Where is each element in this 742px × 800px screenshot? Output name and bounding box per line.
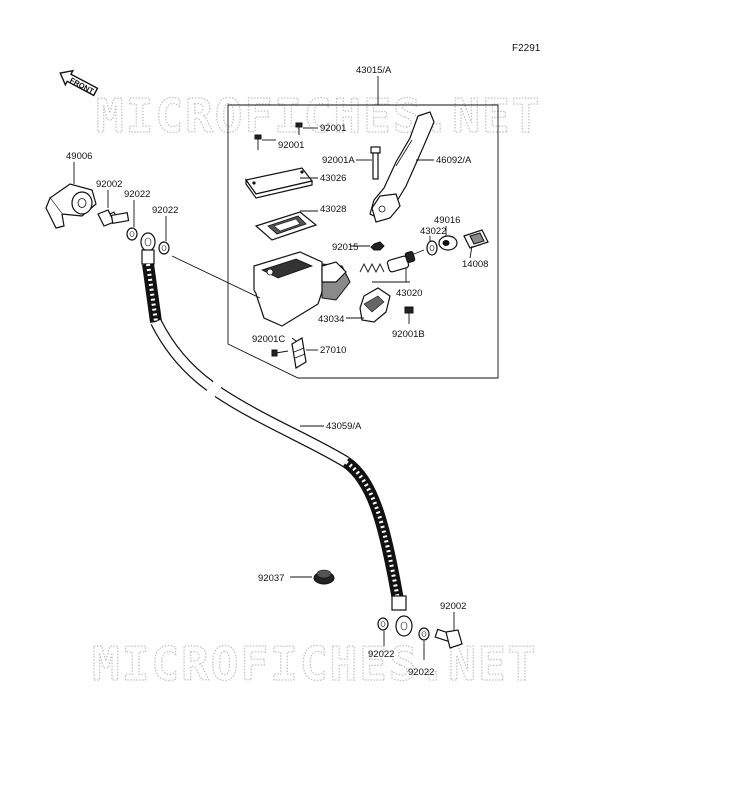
nut-92015 <box>370 241 385 251</box>
label-92001-top: 92001 <box>320 123 346 134</box>
front-arrow-icon: FRONT <box>59 69 99 97</box>
washer-92022-c <box>377 617 389 631</box>
washer-43022 <box>426 240 438 256</box>
banjo-bolt-92002-top <box>97 209 130 227</box>
assembly-frame <box>227 76 499 379</box>
watermark-bottom: MICROFICHES.NET <box>92 637 537 691</box>
brake-lever-46092 <box>369 111 435 223</box>
watermark-top: MICROFICHES.NET <box>96 89 541 143</box>
label-43015: 43015/A <box>356 65 392 76</box>
screw-92001-a <box>295 122 303 135</box>
brake-switch-27010 <box>291 337 307 369</box>
reservoir-cap-43026 <box>244 167 314 199</box>
label-92022-b: 92022 <box>152 205 178 216</box>
label-92001a: 92001A <box>322 155 355 166</box>
washer-92022-b <box>158 241 170 255</box>
washer-92022-a <box>126 227 138 241</box>
diaphragm-43028 <box>254 211 318 241</box>
figure-code: F2291 <box>512 43 541 54</box>
clamp-43034 <box>359 287 391 323</box>
bolt-92001b <box>404 306 414 324</box>
label-92001b: 92001B <box>392 329 425 340</box>
label-92002-bottom: 92002 <box>440 601 466 612</box>
label-92022-c: 92022 <box>368 649 394 660</box>
hose-upper-fitting <box>140 232 156 265</box>
screw-92001-b <box>254 134 262 150</box>
label-92001c: 92001C <box>252 334 285 345</box>
grommet-92037 <box>313 569 335 585</box>
front-label: FRONT <box>68 76 95 96</box>
label-92001-second: 92001 <box>278 140 304 151</box>
label-27010: 27010 <box>320 345 346 356</box>
label-92022-d: 92022 <box>408 667 434 678</box>
bush-49016 <box>438 235 458 251</box>
label-49016: 49016 <box>434 215 460 226</box>
label-43034: 43034 <box>318 314 344 325</box>
label-92037: 92037 <box>258 573 284 584</box>
boot-14008 <box>463 229 489 259</box>
label-43028: 43028 <box>320 204 346 215</box>
screw-92001a <box>370 146 381 180</box>
label-92002-top: 92002 <box>96 179 122 190</box>
label-49006: 49006 <box>66 151 92 162</box>
washer-92022-d <box>418 627 430 641</box>
banjo-bolt-92002-bottom <box>434 628 463 649</box>
hose-lower-banjo <box>395 615 413 637</box>
label-14008: 14008 <box>462 259 488 270</box>
master-cylinder-body <box>253 251 351 327</box>
screw-92001c <box>271 349 289 357</box>
label-92015: 92015 <box>332 242 358 253</box>
label-43020: 43020 <box>396 288 422 299</box>
label-43059: 43059/A <box>326 421 362 432</box>
label-43026: 43026 <box>320 173 346 184</box>
piston-kit-43020 <box>359 249 425 274</box>
label-92022-a: 92022 <box>124 189 150 200</box>
label-46092: 46092/A <box>436 155 472 166</box>
label-43022: 43022 <box>420 226 446 237</box>
banjo-fitting-49006 <box>45 183 97 229</box>
brake-hose-43059 <box>142 263 407 611</box>
